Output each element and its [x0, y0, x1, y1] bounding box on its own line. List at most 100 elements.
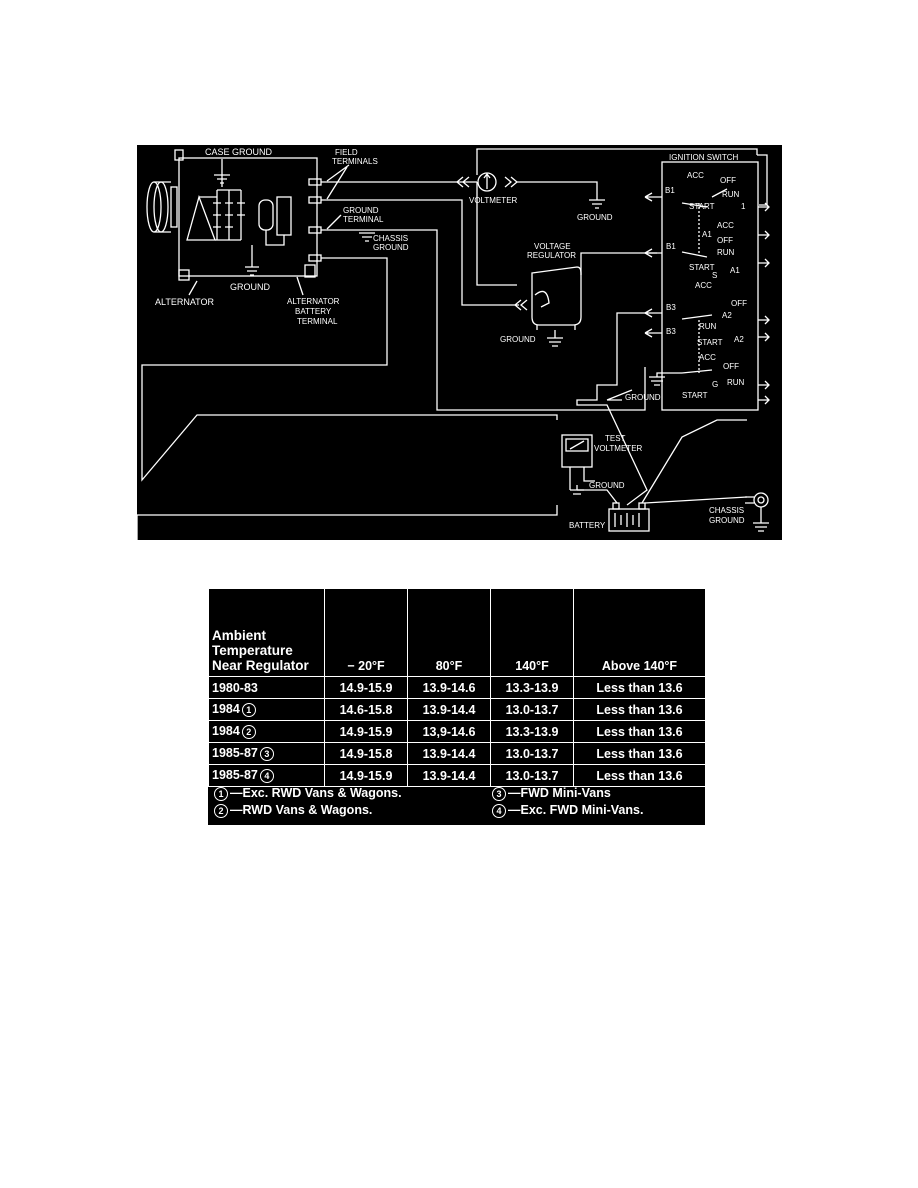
cell-minus-20f: 14.9-15.8: [324, 742, 408, 765]
cell-above-140f: Less than 13.6: [573, 742, 706, 765]
table-footnotes: 1—Exc. RWD Vans & Wagons. 2—RWD Vans & W…: [208, 784, 705, 822]
cell-140f: 13.3-13.9: [490, 676, 574, 699]
footnote-mark-icon: 2: [241, 724, 256, 739]
chassis-ground-top-label-line1: CHASSIS: [373, 234, 408, 243]
cell-minus-20f: 14.9-15.9: [324, 720, 408, 743]
footnote-text: —FWD Mini-Vans: [508, 786, 611, 800]
switch-run1: RUN: [722, 190, 740, 199]
footnote-text: —Exc. FWD Mini-Vans.: [508, 803, 644, 817]
switch-a2a: A2: [722, 311, 732, 320]
table-header-row: Ambient Temperature Near Regulator − 20°…: [208, 588, 706, 677]
alternator-pulley-icon: [146, 181, 178, 233]
voltmeter-icon: [455, 172, 519, 192]
alternator-housing: [174, 149, 318, 281]
footnote-mark-icon: 4: [492, 803, 506, 818]
header-above-140f: Above 140°F: [573, 588, 706, 677]
ignition-switch-label: IGNITION SWITCH: [669, 153, 739, 162]
wiring-diagram-svg: CASE GROUND FIELD TERMINALS GROUND TERMI…: [137, 147, 770, 540]
footnote-mark-icon: 3: [259, 746, 274, 761]
switch-ground-label: GROUND: [625, 393, 661, 402]
switch-run3: RUN: [699, 322, 717, 331]
switch-b3a: B3: [666, 303, 676, 312]
year-text: 1985-87: [212, 746, 258, 761]
alternator-ground-icon: [245, 245, 259, 276]
switch-acc2: ACC: [717, 221, 734, 230]
voltmeter-label: VOLTMETER: [469, 196, 518, 205]
header-minus-20f: − 20°F: [324, 588, 408, 677]
cell-above-140f: Less than 13.6: [573, 676, 706, 699]
cell-above-140f: Less than 13.6: [573, 698, 706, 721]
switch-a1b: A1: [730, 266, 740, 275]
switch-start1: START: [689, 202, 715, 211]
footnote-1: 1—Exc. RWD Vans & Wagons.: [214, 786, 402, 801]
row-year: 1980-83: [208, 676, 325, 699]
test-voltmeter-ground-label: GROUND: [589, 481, 625, 490]
switch-acc1: ACC: [687, 171, 704, 180]
year-text: 1984: [212, 724, 240, 739]
switch-off2: OFF: [717, 236, 733, 245]
rectifier-diodes-icon: [186, 189, 245, 241]
cell-140f: 13.0-13.7: [490, 742, 574, 765]
footnote-mark-icon: 1: [214, 786, 228, 801]
field-coil-icon: [258, 196, 292, 246]
switch-a2b: A2: [734, 335, 744, 344]
battery-icon: [608, 502, 650, 532]
switch-off1: OFF: [720, 176, 736, 185]
header-ambient-temperature: Ambient Temperature Near Regulator: [208, 588, 325, 677]
footnote-text: —Exc. RWD Vans & Wagons.: [230, 786, 402, 800]
case-ground-label: CASE GROUND: [205, 147, 273, 157]
voltmeter-ground-label: GROUND: [577, 213, 613, 222]
regulator-ground-label: GROUND: [500, 335, 536, 344]
alternator-battery-terminal-label-line1: ALTERNATOR: [287, 297, 340, 306]
cell-140f: 13.0-13.7: [490, 764, 574, 787]
ignition-switch-icon: [661, 161, 759, 411]
switch-s: S: [712, 271, 717, 280]
switch-acc3: ACC: [695, 281, 712, 290]
table-row: 1980-83 14.9-15.9 13.9-14.6 13.3-13.9 Le…: [208, 676, 706, 699]
battery-label: BATTERY: [569, 521, 606, 530]
cell-above-140f: Less than 13.6: [573, 720, 706, 743]
cell-minus-20f: 14.9-15.9: [324, 764, 408, 787]
cell-80f: 13.9-14.6: [407, 676, 491, 699]
cell-140f: 13.3-13.9: [490, 720, 574, 743]
switch-acc4: ACC: [699, 353, 716, 362]
case-ground-icon: [214, 159, 230, 187]
test-voltmeter-icon: [561, 434, 593, 468]
switch-start3: START: [697, 338, 723, 347]
footnote-mark-icon: 2: [214, 803, 228, 818]
switch-off4: OFF: [723, 362, 739, 371]
footnote-text: —RWD Vans & Wagons.: [230, 803, 373, 817]
cell-80f: 13.9-14.4: [407, 764, 491, 787]
switch-off3: OFF: [731, 299, 747, 308]
alternator-battery-terminal-label-line2: BATTERY: [295, 307, 332, 316]
switch-b1a: B1: [665, 186, 675, 195]
cell-140f: 13.0-13.7: [490, 698, 574, 721]
test-voltmeter-label-line1: TEST: [605, 434, 626, 443]
cell-above-140f: Less than 13.6: [573, 764, 706, 787]
footnote-4: 4—Exc. FWD Mini-Vans.: [492, 803, 643, 818]
cell-80f: 13.9-14.4: [407, 742, 491, 765]
switch-a1a: A1: [702, 230, 712, 239]
chassis-ground-bottom-label-line1: CHASSIS: [709, 506, 744, 515]
voltage-spec-table: Ambient Temperature Near Regulator − 20°…: [208, 588, 706, 787]
footnote-3: 3—FWD Mini-Vans: [492, 786, 611, 801]
ground-terminal-label-line2: TERMINAL: [343, 215, 384, 224]
switch-run4: RUN: [727, 378, 745, 387]
cell-80f: 13.9-14.4: [407, 698, 491, 721]
chassis-ground-bottom-label-line2: GROUND: [709, 516, 745, 525]
test-voltmeter-label-line2: VOLTMETER: [594, 444, 643, 453]
ground-terminal-label-line1: GROUND: [343, 206, 379, 215]
switch-b3b: B3: [666, 327, 676, 336]
header-80f: 80°F: [407, 588, 491, 677]
footnote-2: 2—RWD Vans & Wagons.: [214, 803, 372, 818]
switch-1: 1: [741, 202, 746, 211]
switch-start2: START: [689, 263, 715, 272]
switch-g: G: [712, 380, 718, 389]
voltage-regulator-icon: [513, 266, 582, 330]
header-140f: 140°F: [490, 588, 574, 677]
